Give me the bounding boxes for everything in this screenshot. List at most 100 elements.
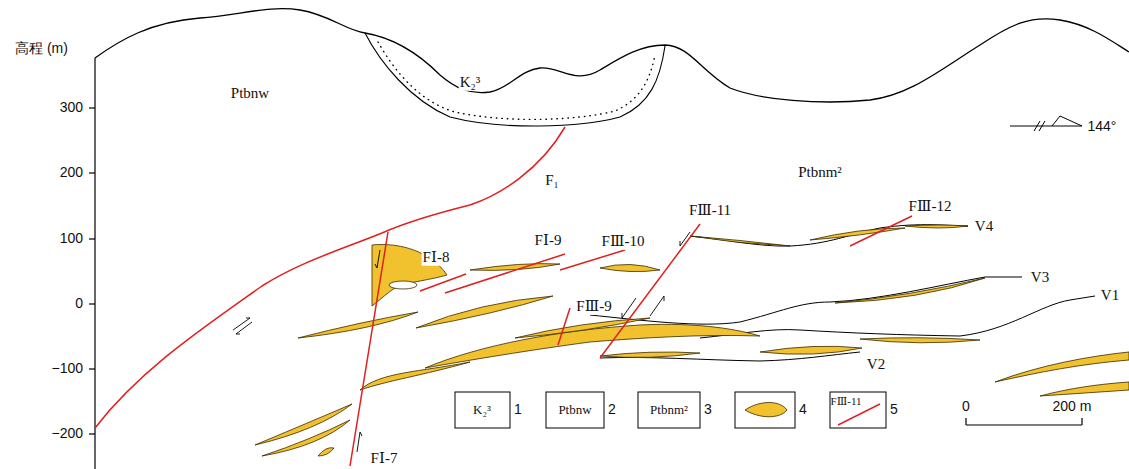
strike-tick xyxy=(1039,121,1045,131)
ore-body xyxy=(416,296,553,328)
legend-number: 2 xyxy=(607,402,617,417)
ore-body xyxy=(255,404,352,445)
vein-lines xyxy=(590,225,1095,361)
ore-body xyxy=(318,448,334,456)
movement-arrow xyxy=(233,318,250,330)
movement-arrow xyxy=(680,232,690,246)
fault-line xyxy=(600,224,700,358)
vein-name: V2 xyxy=(866,356,886,373)
fault-line xyxy=(850,216,912,246)
scale-number: 0 xyxy=(961,399,971,414)
strike-symbol xyxy=(1010,116,1082,131)
scale-tick xyxy=(965,418,966,425)
basin-boundary xyxy=(365,33,665,126)
strike-angle: 144° xyxy=(1087,119,1118,134)
legend-number: 5 xyxy=(889,402,899,417)
movement-arrows xyxy=(233,232,690,452)
elevation-axis xyxy=(89,58,95,469)
ore-body xyxy=(515,318,650,338)
legend-box xyxy=(455,392,510,428)
topography-line xyxy=(95,9,1129,102)
axis-tick xyxy=(89,238,95,239)
ore-body xyxy=(600,352,700,357)
scale-bar xyxy=(966,418,1082,425)
legend-number: 4 xyxy=(798,402,808,417)
scale-tick xyxy=(1081,418,1082,425)
legend-box xyxy=(546,392,604,428)
ore-body xyxy=(425,324,760,368)
legend-number: 1 xyxy=(513,402,523,417)
ore-body xyxy=(905,225,968,228)
fault-line xyxy=(350,232,388,466)
legend-sample-text: K₂³ xyxy=(472,403,492,417)
fault-f1 xyxy=(95,127,565,428)
axis-tick xyxy=(89,433,95,434)
legend-number: 3 xyxy=(703,402,713,417)
ore-body xyxy=(760,346,862,354)
movement-arrow xyxy=(236,322,252,334)
axis-number: 200 xyxy=(59,165,84,180)
axis-number: 0 xyxy=(74,296,84,311)
fault-line xyxy=(560,250,625,270)
fault-name: FⅢ-10 xyxy=(601,233,646,250)
ore-body xyxy=(835,278,985,303)
vein-name: V3 xyxy=(1030,269,1050,286)
legend-ore-sample xyxy=(745,403,787,417)
ore-body xyxy=(1040,382,1129,396)
axis-number: 300 xyxy=(59,100,84,115)
axis-number: −200 xyxy=(50,426,84,441)
formation-name: K₂³ xyxy=(459,74,482,91)
movement-arrow xyxy=(375,250,380,268)
scale-number: 200 m xyxy=(1052,399,1093,414)
axis-tick xyxy=(89,368,95,369)
legend-sample-text: Ptbnw xyxy=(557,403,592,417)
movement-arrow xyxy=(357,432,362,452)
ore-body xyxy=(298,312,418,338)
legend-samples xyxy=(455,392,886,428)
fault-name: F₁ xyxy=(544,172,560,189)
vein-line xyxy=(690,225,968,246)
conglomerate-dots xyxy=(378,42,655,119)
axis-tick xyxy=(89,172,95,173)
strike-tick xyxy=(1034,121,1040,131)
legend-sample-text: Ptbnm² xyxy=(649,403,689,417)
ore-body xyxy=(860,338,980,343)
vein-name: V4 xyxy=(974,218,994,235)
formation-name: Ptbnm² xyxy=(797,164,843,181)
axis-number: −100 xyxy=(50,361,84,376)
fault-name: FⅢ-11 xyxy=(688,202,732,219)
ore-body xyxy=(470,264,560,271)
legend-box xyxy=(735,392,795,428)
ore-body xyxy=(262,420,350,456)
movement-arrow xyxy=(650,296,664,316)
axis-line xyxy=(94,58,95,469)
axis-number: 100 xyxy=(59,231,84,246)
ore-bodies xyxy=(255,225,1129,456)
axis-tick xyxy=(89,303,95,304)
fault-name: FⅠ-7 xyxy=(370,450,399,467)
axis-tick xyxy=(89,107,95,108)
fault-name: FⅠ-9 xyxy=(534,232,563,249)
legend-box xyxy=(638,392,700,428)
strike-arrow xyxy=(1052,116,1082,126)
ore-body xyxy=(810,228,905,240)
vein-name: V1 xyxy=(1100,287,1120,304)
fault-name: FⅠ-8 xyxy=(422,249,451,266)
scale-line xyxy=(966,424,1082,425)
ore-hole xyxy=(389,281,417,289)
legend-box xyxy=(830,392,886,428)
ore-body xyxy=(360,362,470,390)
ore-body xyxy=(995,352,1129,382)
axis-title: 高程 (m) xyxy=(14,41,69,56)
fault-line xyxy=(445,254,565,293)
vein-line xyxy=(700,296,1095,338)
fault-name: FⅢ-9 xyxy=(575,298,612,315)
legend-sample-text: FⅢ-11 xyxy=(830,395,863,407)
ore-body xyxy=(690,236,790,246)
fault-name: FⅢ-12 xyxy=(908,198,953,215)
formation-name: Ptbnw xyxy=(230,85,270,102)
movement-arrow xyxy=(622,298,636,318)
ore-body xyxy=(600,264,660,271)
